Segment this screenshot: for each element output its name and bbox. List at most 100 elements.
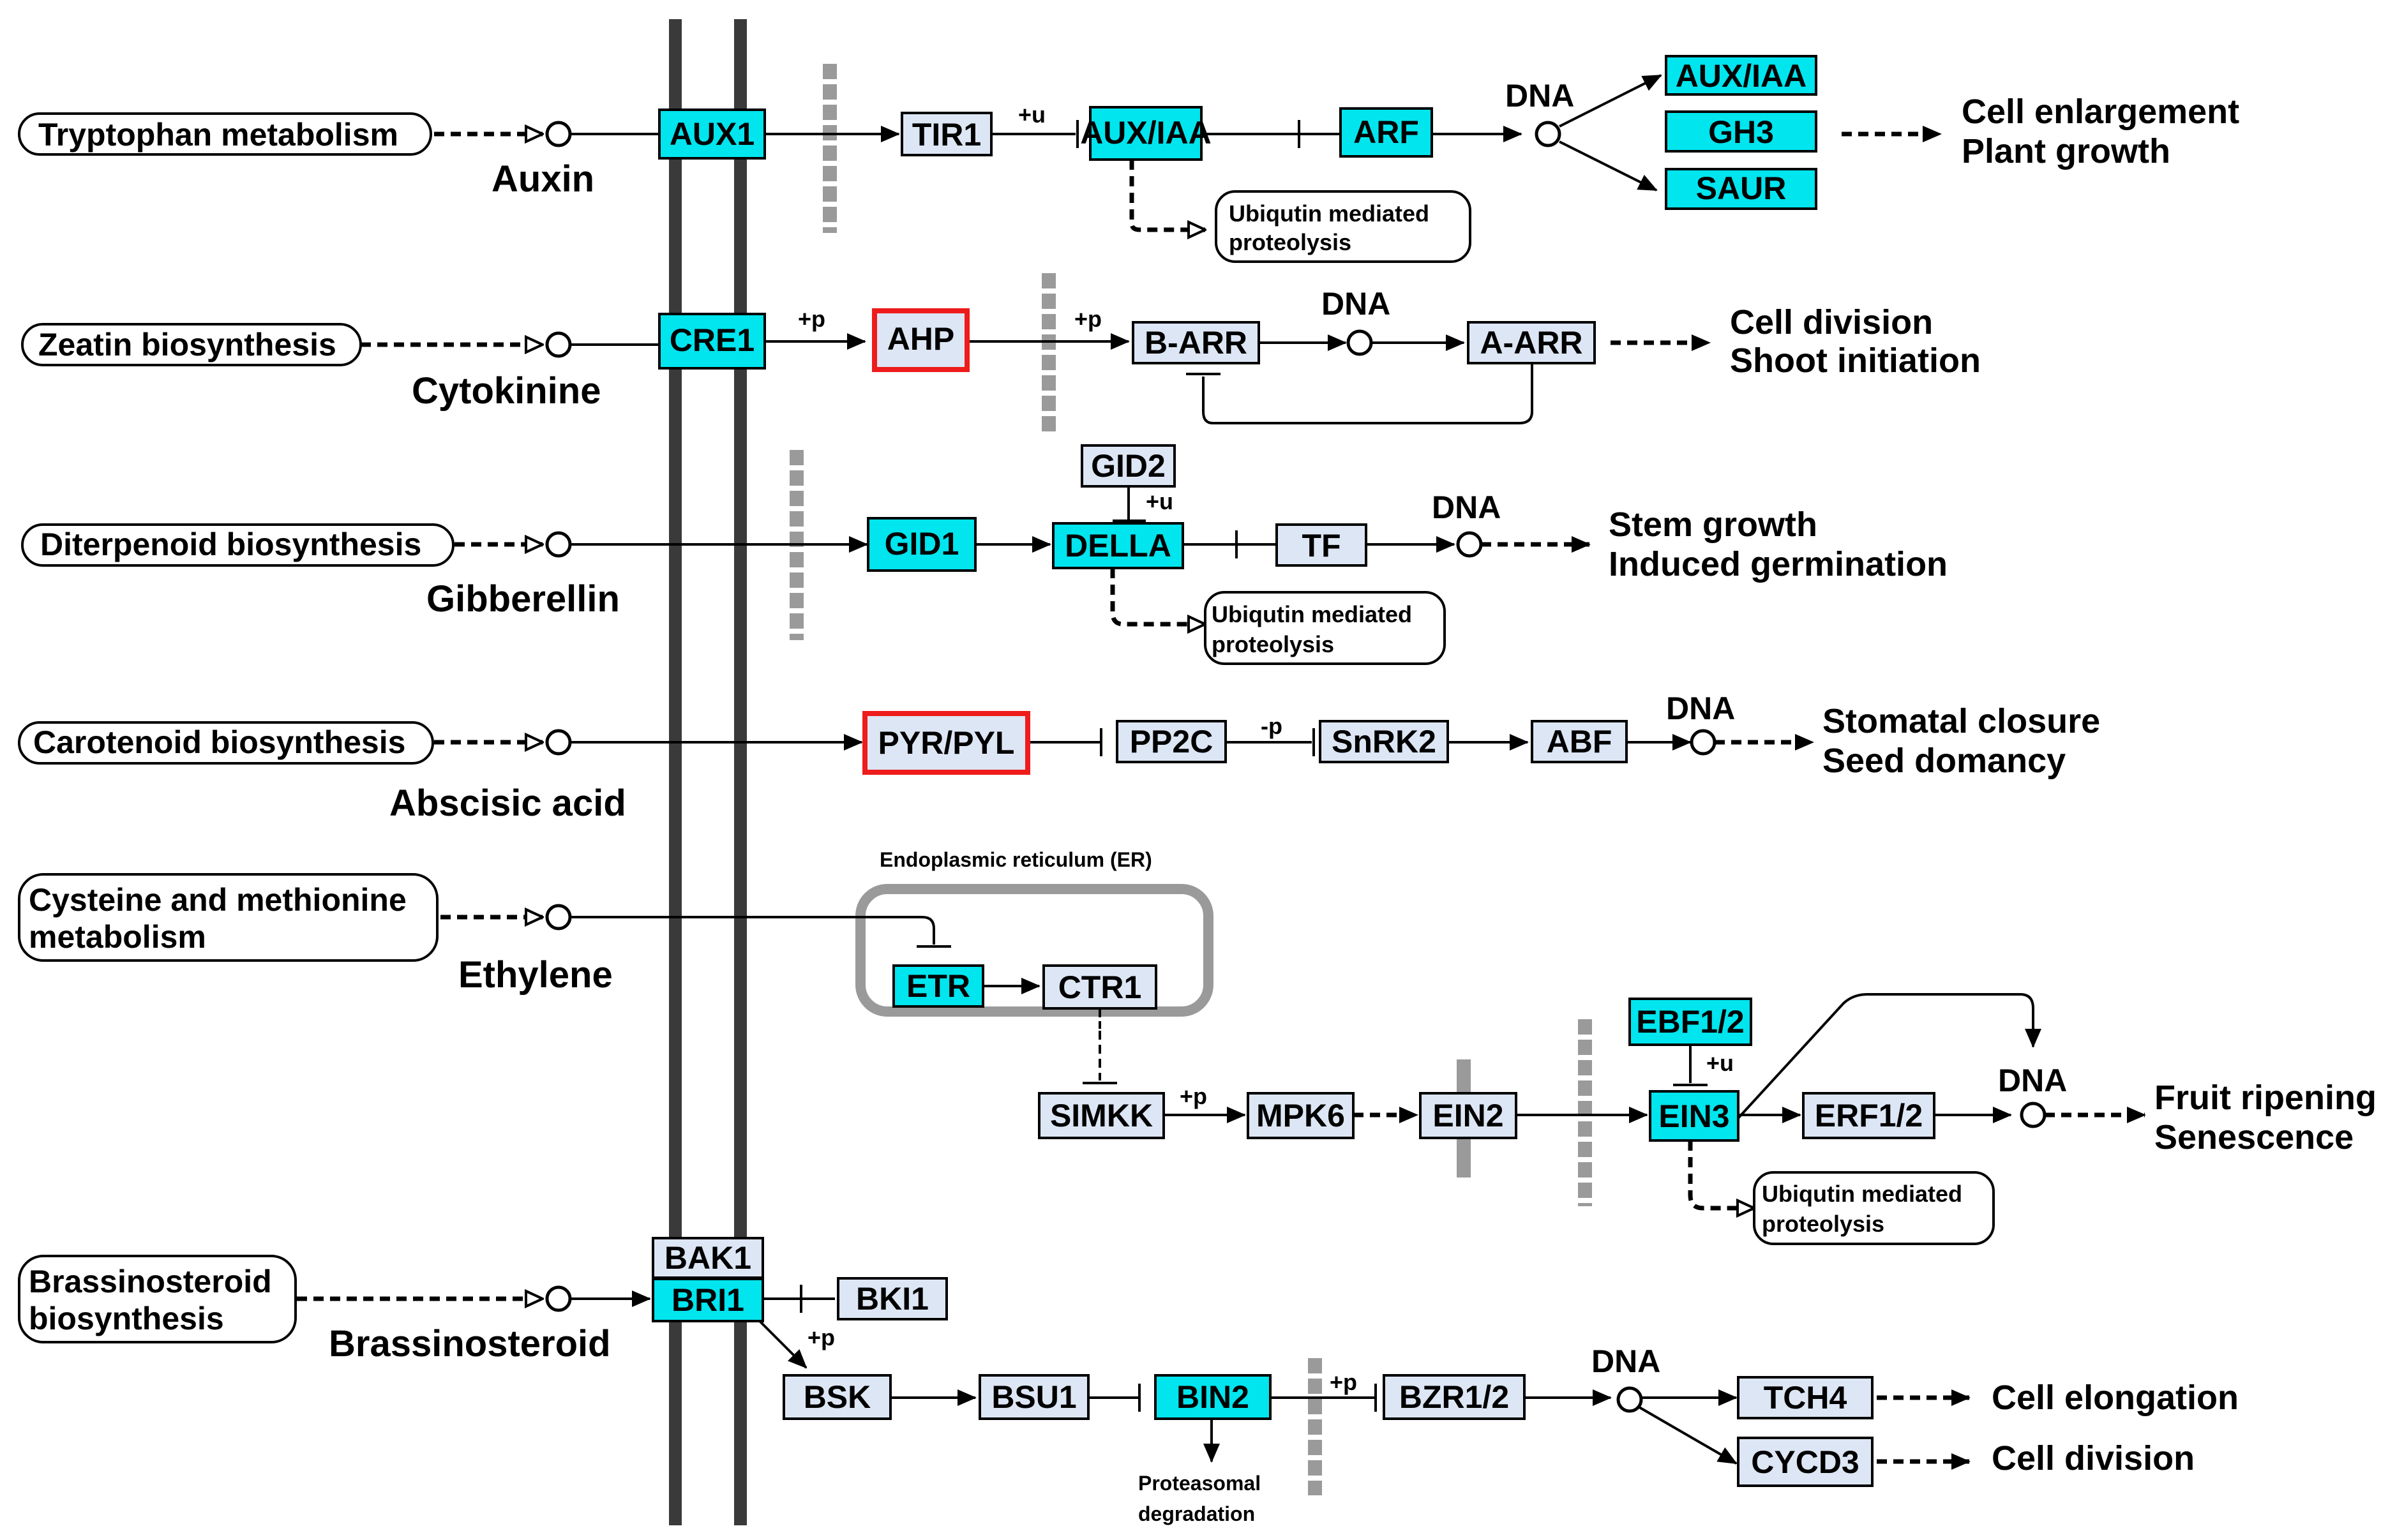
- svg-text:SAUR: SAUR: [1696, 170, 1787, 206]
- hormone-abscisic-acid: Abscisic acid: [389, 782, 626, 824]
- gene-abf[interactable]: ABF: [1531, 720, 1628, 763]
- label-plus-p-cre1: +p: [798, 306, 825, 332]
- svg-text:TIR1: TIR1: [912, 117, 981, 153]
- gene-aux1[interactable]: AUX1: [658, 108, 766, 160]
- gene-bzr1-2[interactable]: BZR1/2: [1383, 1374, 1526, 1420]
- gene-saur[interactable]: SAUR: [1665, 168, 1817, 210]
- dna-label-cytokinine: DNA: [1321, 286, 1390, 322]
- outcome-cell-division-2: Cell division: [1992, 1439, 2195, 1477]
- gene-bki1[interactable]: BKI1: [837, 1277, 948, 1320]
- outcome-cell-division: Cell division: [1730, 303, 1933, 341]
- gene-b-arr[interactable]: B-ARR: [1132, 321, 1260, 364]
- label-plus-p-bri1: +p: [807, 1324, 835, 1350]
- svg-text:Cysteine and methionine: Cysteine and methionine: [29, 882, 407, 918]
- gene-mpk6[interactable]: MPK6: [1247, 1092, 1355, 1139]
- gene-bak1[interactable]: BAK1: [652, 1237, 764, 1279]
- svg-text:AUX/IAA: AUX/IAA: [1676, 58, 1807, 94]
- svg-text:metabolism: metabolism: [29, 919, 206, 955]
- dna-label-gibberellin: DNA: [1432, 490, 1501, 525]
- brassinosteroid-edges: [297, 1285, 1971, 1470]
- pathway-zeatin[interactable]: Zeatin biosynthesis: [21, 323, 362, 366]
- gene-gh3[interactable]: GH3: [1665, 110, 1817, 153]
- label-plus-u-gid2: +u: [1146, 488, 1173, 514]
- hormone-gibberellin: Gibberellin: [426, 578, 620, 620]
- svg-text:AHP: AHP: [887, 321, 955, 357]
- svg-text:proteolysis: proteolysis: [1212, 631, 1334, 657]
- hormone-auxin: Auxin: [492, 158, 594, 200]
- svg-text:BIN2: BIN2: [1176, 1379, 1249, 1415]
- gene-ebf1-2[interactable]: EBF1/2: [1628, 998, 1752, 1046]
- outcome-induced-germination: Induced germination: [1609, 545, 1948, 583]
- svg-text:DELLA: DELLA: [1065, 528, 1171, 564]
- svg-text:Zeatin biosynthesis: Zeatin biosynthesis: [38, 327, 336, 363]
- gene-gid2[interactable]: GID2: [1081, 444, 1176, 488]
- gene-tir1[interactable]: TIR1: [901, 112, 993, 156]
- gene-ein3[interactable]: EIN3: [1649, 1090, 1739, 1142]
- svg-text:SIMKK: SIMKK: [1050, 1098, 1153, 1133]
- label-endoplasmic-reticulum: Endoplasmic reticulum (ER): [880, 848, 1152, 871]
- gene-pyr-pyl[interactable]: PYR/PYL: [862, 711, 1030, 775]
- gene-bsu1[interactable]: BSU1: [979, 1374, 1090, 1420]
- svg-text:TF: TF: [1302, 528, 1341, 564]
- gene-ahp[interactable]: AHP: [872, 308, 970, 372]
- svg-text:AUX1: AUX1: [670, 116, 755, 152]
- pathway-brassinosteroid[interactable]: Brassinosteroid biosynthesis: [18, 1255, 297, 1343]
- svg-text:Carotenoid biosynthesis: Carotenoid biosynthesis: [33, 724, 405, 760]
- svg-text:Brassinosteroid: Brassinosteroid: [29, 1264, 272, 1299]
- gene-gid1[interactable]: GID1: [867, 517, 977, 572]
- outcome-stomatal-closure: Stomatal closure: [1822, 702, 2100, 740]
- pathway-tryptophan[interactable]: Tryptophan metabolism: [18, 112, 432, 156]
- gene-arf[interactable]: ARF: [1339, 107, 1433, 158]
- outcome-fruit-ripening: Fruit ripening: [2154, 1079, 2377, 1117]
- ubiquitin-box-auxin: Ubiqutin mediated proteolysis: [1215, 190, 1471, 263]
- gene-simkk[interactable]: SIMKK: [1038, 1092, 1165, 1139]
- svg-text:GID2: GID2: [1091, 448, 1166, 484]
- outcome-cell-enlargement: Cell enlargement: [1962, 93, 2239, 131]
- gene-erf1-2[interactable]: ERF1/2: [1802, 1092, 1935, 1139]
- gene-bin2[interactable]: BIN2: [1154, 1374, 1272, 1420]
- abscisic-edges: [434, 728, 1814, 756]
- svg-text:Ubiqutin mediated: Ubiqutin mediated: [1212, 601, 1412, 627]
- svg-text:B-ARR: B-ARR: [1145, 325, 1247, 361]
- svg-text:ABF: ABF: [1547, 724, 1612, 759]
- ethylene-edges: [440, 884, 2146, 1208]
- pathway-diterpenoid[interactable]: Diterpenoid biosynthesis: [21, 523, 454, 567]
- gene-tch4[interactable]: TCH4: [1737, 1376, 1874, 1419]
- svg-text:Diterpenoid biosynthesis: Diterpenoid biosynthesis: [40, 527, 421, 562]
- gene-pp2c[interactable]: PP2C: [1116, 720, 1227, 763]
- label-minus-p-pp2c: -p: [1261, 713, 1282, 739]
- gene-aux-iaa[interactable]: AUX/IAA: [1080, 106, 1212, 161]
- svg-text:proteolysis: proteolysis: [1762, 1211, 1884, 1237]
- outcome-stem-growth: Stem growth: [1609, 505, 1817, 544]
- outcome-shoot-initiation: Shoot initiation: [1730, 341, 1981, 380]
- svg-text:BSU1: BSU1: [991, 1379, 1076, 1415]
- label-plus-u-ebf: +u: [1706, 1050, 1734, 1076]
- pathway-cysteine-methionine[interactable]: Cysteine and methionine metabolism: [18, 873, 439, 962]
- gene-bsk[interactable]: BSK: [783, 1374, 892, 1420]
- label-plus-p-ahp: +p: [1074, 306, 1102, 332]
- membrane-bar-right: [734, 19, 747, 1525]
- gene-tf[interactable]: TF: [1275, 523, 1367, 567]
- svg-text:ERF1/2: ERF1/2: [1815, 1098, 1923, 1133]
- gene-cycd3[interactable]: CYCD3: [1737, 1437, 1874, 1487]
- gene-cre1[interactable]: CRE1: [658, 313, 766, 370]
- pathway-carotenoid[interactable]: Carotenoid biosynthesis: [18, 721, 434, 765]
- svg-text:Tryptophan metabolism: Tryptophan metabolism: [38, 117, 398, 153]
- svg-text:GH3: GH3: [1708, 114, 1774, 150]
- gene-snrk2[interactable]: SnRK2: [1319, 720, 1449, 763]
- gene-bri1[interactable]: BRI1: [652, 1278, 764, 1322]
- gene-ein2[interactable]: EIN2: [1419, 1092, 1517, 1139]
- gene-della[interactable]: DELLA: [1052, 522, 1184, 569]
- svg-text:GID1: GID1: [885, 526, 959, 562]
- label-plus-p-bin2: +p: [1330, 1369, 1357, 1395]
- gene-a-arr[interactable]: A-ARR: [1467, 321, 1596, 364]
- ubiquitin-box-gibberellin: Ubiqutin mediated proteolysis: [1204, 591, 1446, 665]
- gene-aux-iaa-output[interactable]: AUX/IAA: [1665, 55, 1817, 96]
- svg-text:BZR1/2: BZR1/2: [1399, 1379, 1509, 1415]
- er-membrane: [855, 884, 1213, 1017]
- gene-etr[interactable]: ETR: [892, 964, 984, 1008]
- svg-text:ARF: ARF: [1353, 114, 1419, 150]
- gene-ctr1[interactable]: CTR1: [1042, 964, 1157, 1010]
